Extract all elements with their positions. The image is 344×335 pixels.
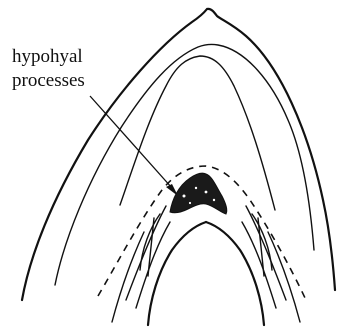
left-arch-line-a (126, 206, 166, 300)
ceratohyal-left-outer (148, 222, 206, 325)
hypohyal-processes-shape (170, 173, 227, 214)
callout-label-line1: hypohyal (12, 46, 83, 67)
stipple-dot (213, 199, 215, 201)
ceratohyal-right-outer (206, 222, 264, 325)
left-vertical-strut (148, 218, 154, 276)
right-arch-line-a (246, 206, 286, 300)
stipple-dot (195, 187, 197, 189)
right-arch-line-d (268, 232, 300, 322)
left-arch-line-d (112, 232, 144, 322)
stipple-dot (183, 195, 186, 198)
stipple-dot (205, 191, 208, 194)
stipple-dot (189, 202, 191, 204)
callout-label-line2: processes (12, 70, 85, 91)
right-vertical-strut (258, 218, 264, 276)
